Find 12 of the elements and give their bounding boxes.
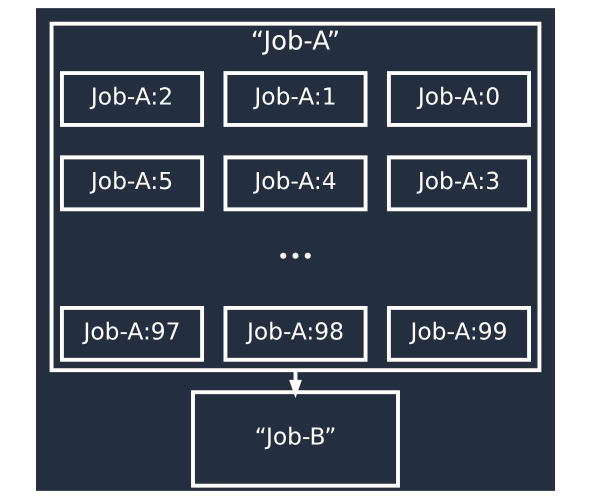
node-box: Job-A:3 (386, 155, 530, 212)
node-box: Job-A:2 (60, 71, 204, 127)
label: ••• (276, 244, 314, 269)
node-box: “Job-B” (190, 390, 400, 488)
node-box: Job-A:5 (60, 155, 204, 212)
node-box: Job-A:98 (222, 306, 368, 362)
arrow (288, 370, 302, 398)
node-box: Job-A:99 (386, 306, 530, 362)
node-box: Job-A:4 (222, 155, 368, 212)
node-box: Job-A:0 (386, 71, 530, 127)
node-box: Job-A:1 (222, 71, 368, 127)
node-box: Job-A:97 (60, 306, 204, 362)
